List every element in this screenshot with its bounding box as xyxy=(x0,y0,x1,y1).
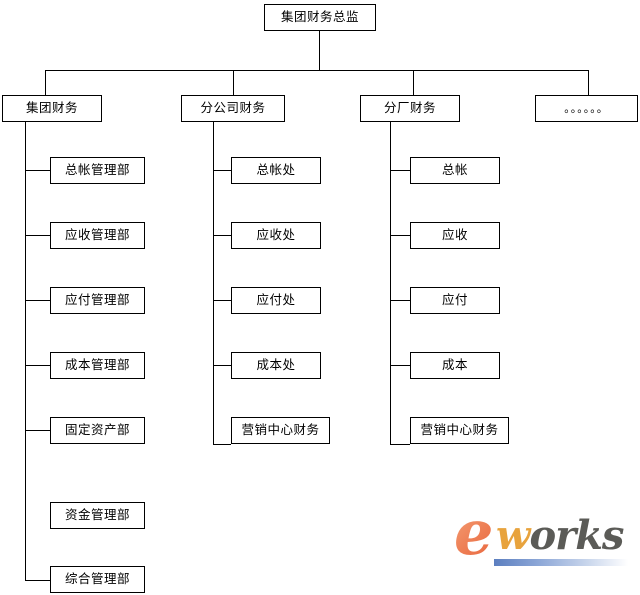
logo-letter-e: e xyxy=(454,496,494,569)
node-level2-ellipsis-label: 。。。。。。 xyxy=(564,102,609,115)
node-col3-item-3[interactable]: 应付 xyxy=(410,287,500,314)
node-col1-item-2[interactable]: 应收管理部 xyxy=(50,222,145,249)
node-col2-item-1-label: 总帐处 xyxy=(256,162,296,178)
node-col3-item-5-label: 营销中心财务 xyxy=(420,422,499,438)
connector-col3-stub-2 xyxy=(390,235,410,236)
connector-col3-stub-5 xyxy=(390,444,410,445)
node-col2-item-2-label: 应收处 xyxy=(256,227,296,243)
connector-col2-stub-3 xyxy=(213,300,231,301)
node-level2-ellipsis[interactable]: 。。。。。。 xyxy=(535,95,638,122)
connector-col1-spine xyxy=(25,122,26,580)
node-col1-item-4[interactable]: 成本管理部 xyxy=(50,352,145,379)
connector-col3-stub-3 xyxy=(390,300,410,301)
node-col2-item-4[interactable]: 成本处 xyxy=(231,352,321,379)
connector-col1-stub-7 xyxy=(25,580,50,581)
logo-letter-w: w xyxy=(496,512,530,559)
node-level2-group-finance-label: 集团财务 xyxy=(25,100,78,116)
node-level2-plant-finance[interactable]: 分厂财务 xyxy=(360,95,460,122)
node-col1-item-1[interactable]: 总帐管理部 xyxy=(50,157,145,184)
connector-col2-stub-1 xyxy=(213,170,231,171)
logo-letters-orks: orks xyxy=(529,512,624,559)
connector-drop-col4 xyxy=(588,70,589,95)
connector-col2-stub-4 xyxy=(213,365,231,366)
node-col3-item-1[interactable]: 总帐 xyxy=(410,157,500,184)
node-col3-item-4[interactable]: 成本 xyxy=(410,352,500,379)
connector-col2-stub-5 xyxy=(213,444,231,445)
node-root-label: 集团财务总监 xyxy=(280,9,359,25)
connector-col1-stub-2 xyxy=(25,235,50,236)
connector-trunk-horizontal xyxy=(45,70,589,71)
connector-col3-spine xyxy=(390,122,391,444)
node-col3-item-2-label: 应收 xyxy=(441,227,468,243)
logo-wordmark: works xyxy=(496,516,624,556)
node-col1-item-5[interactable]: 固定资产部 xyxy=(50,417,145,444)
node-col2-item-4-label: 成本处 xyxy=(256,357,296,373)
connector-drop-col2 xyxy=(233,70,234,95)
node-col1-item-3-label: 应付管理部 xyxy=(64,292,130,308)
node-col1-item-6-label: 资金管理部 xyxy=(64,507,130,523)
node-root[interactable]: 集团财务总监 xyxy=(264,4,376,31)
node-level2-branch-finance-label: 分公司财务 xyxy=(200,100,266,116)
node-level2-group-finance[interactable]: 集团财务 xyxy=(2,95,102,122)
node-level2-plant-finance-label: 分厂财务 xyxy=(383,100,436,116)
connector-col1-stub-4 xyxy=(25,365,50,366)
node-col1-item-2-label: 应收管理部 xyxy=(64,227,130,243)
connector-drop-col3 xyxy=(413,70,414,95)
connector-drop-col1 xyxy=(45,70,46,95)
connector-col1-stub-5 xyxy=(25,430,50,431)
connector-col1-stub-1 xyxy=(25,170,50,171)
node-col3-item-5[interactable]: 营销中心财务 xyxy=(410,417,509,444)
node-col2-item-5[interactable]: 营销中心财务 xyxy=(231,417,330,444)
node-col2-item-1[interactable]: 总帐处 xyxy=(231,157,321,184)
node-col2-item-2[interactable]: 应收处 xyxy=(231,222,321,249)
node-col2-item-5-label: 营销中心财务 xyxy=(241,422,320,438)
node-col3-item-3-label: 应付 xyxy=(441,292,468,308)
eworks-logo: e works xyxy=(452,500,632,578)
node-col2-item-3[interactable]: 应付处 xyxy=(231,287,321,314)
node-col1-item-3[interactable]: 应付管理部 xyxy=(50,287,145,314)
connector-root-stem xyxy=(319,31,320,70)
node-col1-item-6[interactable]: 资金管理部 xyxy=(50,502,145,529)
node-col1-item-5-label: 固定资产部 xyxy=(64,422,130,438)
connector-col3-stub-4 xyxy=(390,365,410,366)
connector-col2-spine xyxy=(213,122,214,444)
node-col1-item-1-label: 总帐管理部 xyxy=(64,162,130,178)
node-col2-item-3-label: 应付处 xyxy=(256,292,296,308)
node-col3-item-1-label: 总帐 xyxy=(441,162,468,178)
node-col1-item-4-label: 成本管理部 xyxy=(64,357,130,373)
connector-col2-stub-2 xyxy=(213,235,231,236)
node-col3-item-4-label: 成本 xyxy=(441,357,468,373)
connector-col3-stub-1 xyxy=(390,170,410,171)
node-col1-item-7[interactable]: 综合管理部 xyxy=(50,566,145,593)
logo-underline-bar xyxy=(494,559,628,566)
connector-col1-stub-3 xyxy=(25,300,50,301)
node-col3-item-2[interactable]: 应收 xyxy=(410,222,500,249)
node-level2-branch-finance[interactable]: 分公司财务 xyxy=(181,95,285,122)
node-col1-item-7-label: 综合管理部 xyxy=(64,571,130,587)
